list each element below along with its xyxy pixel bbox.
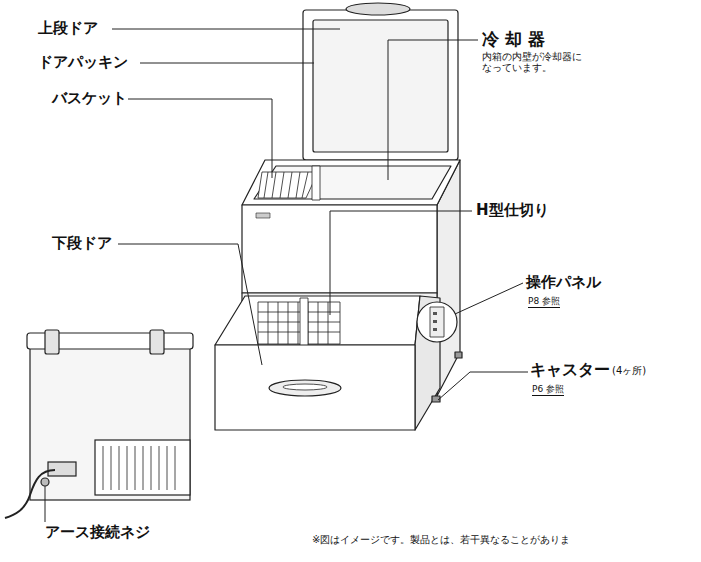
page-reference: P6 参照 xyxy=(532,384,564,396)
quantity-note: (4ヶ所) xyxy=(612,365,646,377)
cabinet-top xyxy=(242,160,460,205)
drawer-handle xyxy=(269,380,341,396)
part-name: H型仕切り xyxy=(476,201,549,219)
cabinet-front xyxy=(242,205,437,293)
part-name: 上段ドア xyxy=(38,19,98,37)
control-panel xyxy=(430,307,444,337)
part-name: 操作パネル xyxy=(526,273,601,291)
inner-box xyxy=(254,166,451,199)
part-name: バスケット xyxy=(52,89,127,107)
panel-button xyxy=(433,328,437,331)
lower-door xyxy=(215,345,415,430)
part-name: キャスター xyxy=(530,360,610,379)
control-panel-callout xyxy=(417,302,457,342)
panel-button xyxy=(433,320,437,323)
page-reference: P8 参照 xyxy=(528,296,560,308)
disclaimer-note: ※図はイメージです。製品とは、若干異なることがありま xyxy=(312,534,570,546)
panel-button xyxy=(433,312,437,315)
part-name: 冷 却 器 xyxy=(482,29,545,49)
upper-door xyxy=(303,10,458,160)
part-note: 内箱の内壁が冷却器に なっています。 xyxy=(482,51,584,74)
leader-lines xyxy=(45,29,528,522)
rear-view xyxy=(5,330,193,518)
h-partition xyxy=(258,298,340,346)
drawer-handle xyxy=(283,384,327,390)
basket xyxy=(258,166,320,200)
part-name: ドアパッキン xyxy=(38,53,128,71)
lid-handle xyxy=(346,3,410,15)
logo-badge xyxy=(256,213,270,218)
caster xyxy=(455,352,462,358)
part-name: 下段ドア xyxy=(52,234,112,252)
drawer-interior xyxy=(215,296,420,345)
part-name: アース接続ネジ xyxy=(45,523,150,541)
